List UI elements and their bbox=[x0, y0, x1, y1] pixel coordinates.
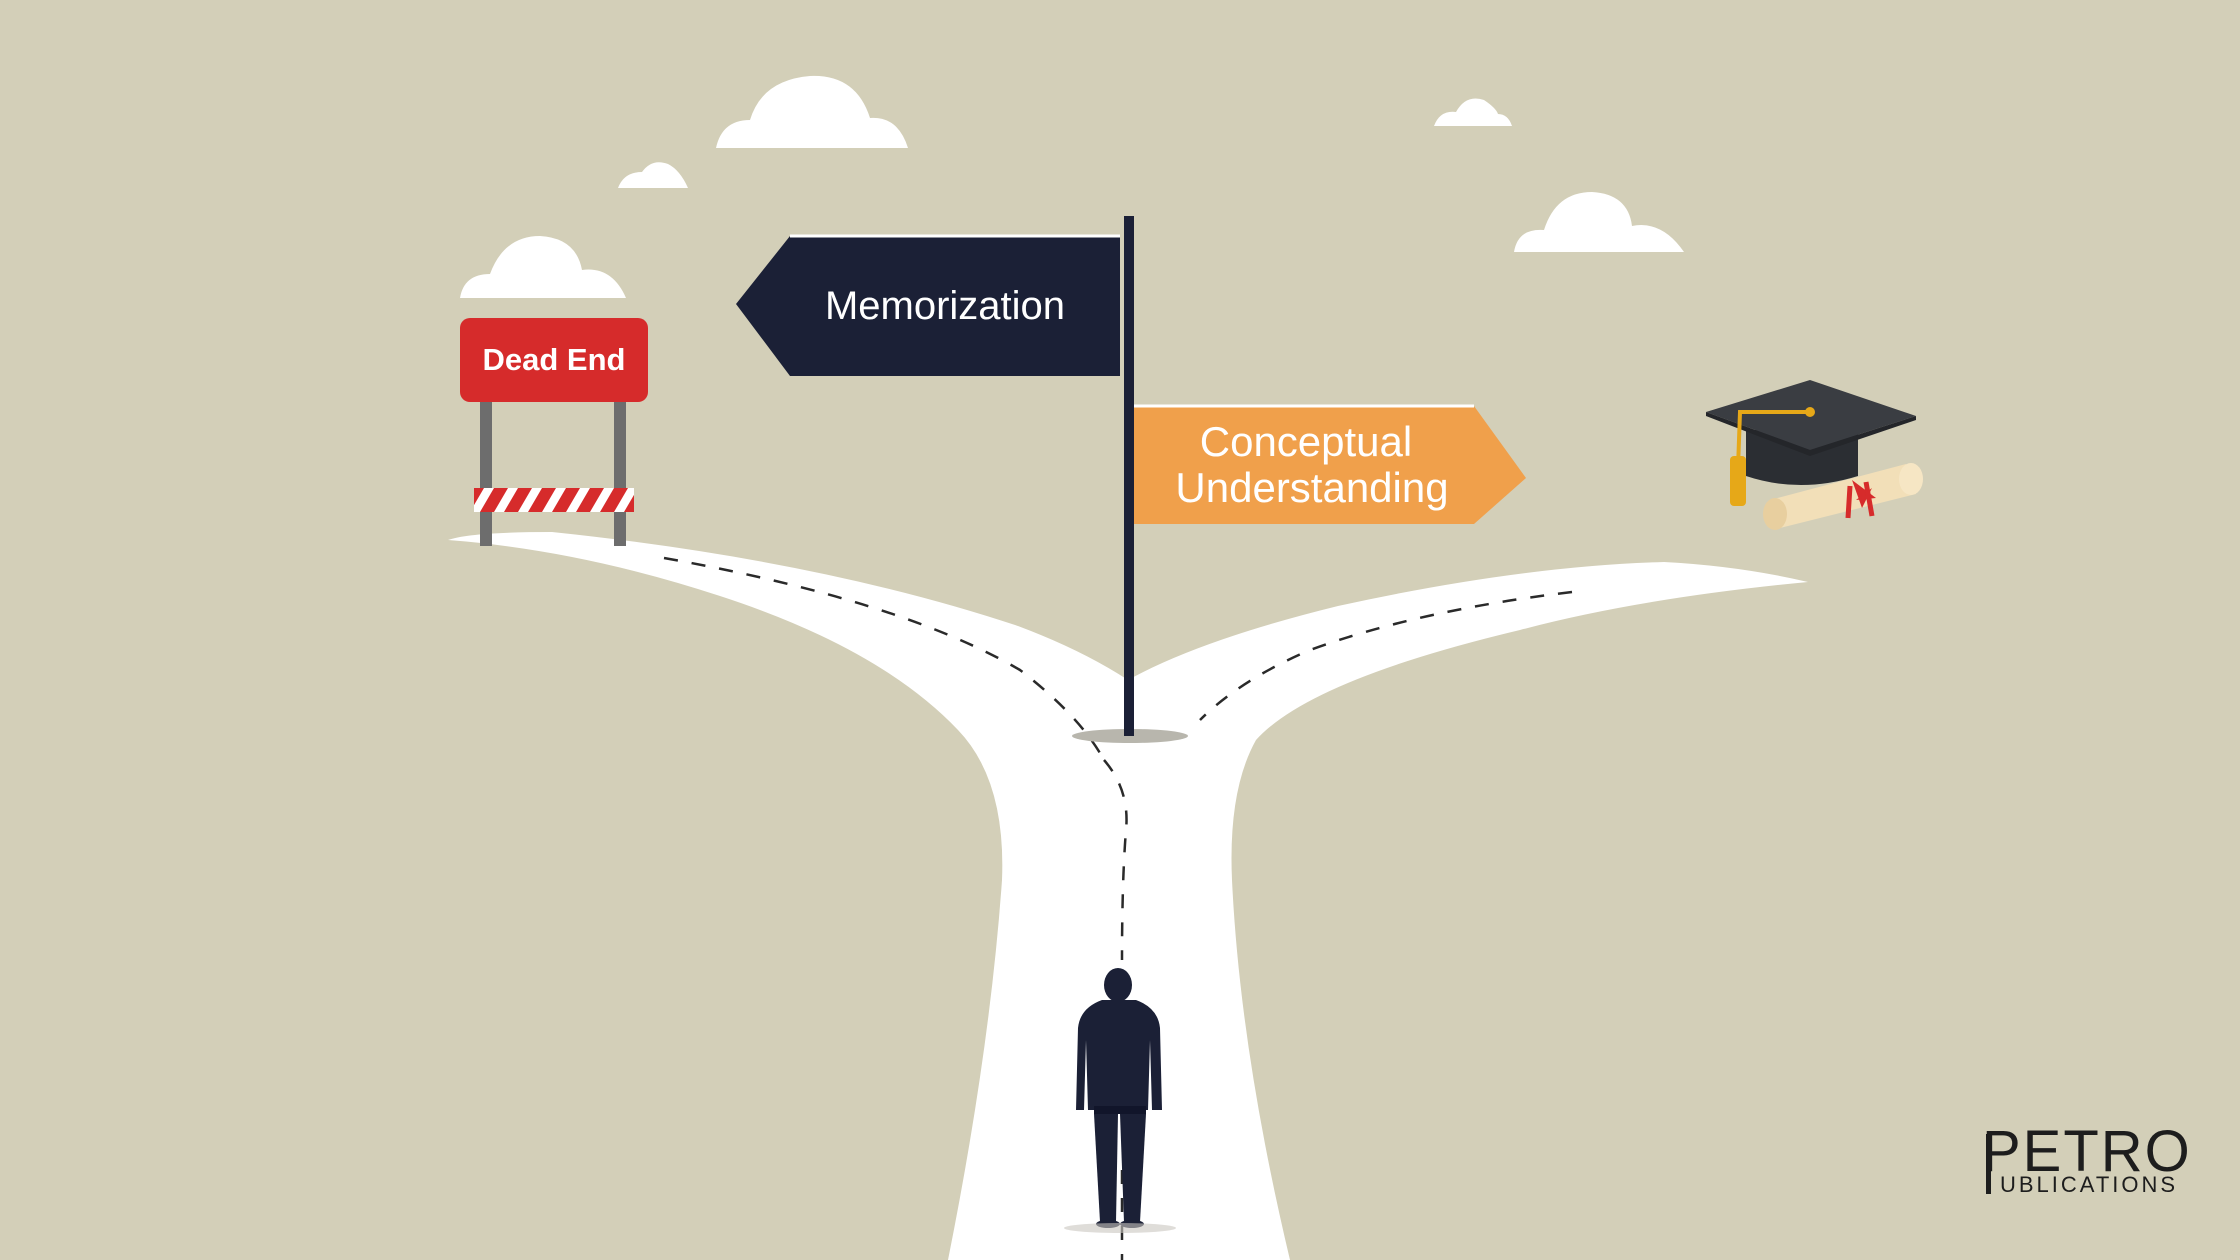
signpost-pole bbox=[1124, 216, 1134, 736]
barricade-post-right bbox=[614, 398, 626, 546]
logo-p-stem bbox=[1986, 1134, 1991, 1194]
logo-text-publications: UBLICATIONS bbox=[2000, 1172, 2178, 1197]
sign-conceptual-label-line1: Conceptual bbox=[1200, 418, 1412, 465]
cloud-icon bbox=[1514, 192, 1684, 252]
dead-end-sign bbox=[460, 318, 648, 402]
person-figure bbox=[1076, 968, 1162, 1228]
sign-conceptual-understanding: Conceptual Understanding bbox=[1134, 404, 1526, 524]
petro-publications-logo: PETRO UBLICATIONS bbox=[1982, 1119, 2192, 1197]
cloud-icon bbox=[1434, 98, 1512, 126]
sign-memorization: Memorization bbox=[736, 234, 1120, 376]
dead-end-label: Dead End bbox=[483, 342, 626, 377]
sign-conceptual-label-line2: Understanding bbox=[1175, 464, 1448, 511]
cloud-icon bbox=[460, 236, 626, 298]
graduation-cap-icon bbox=[1706, 380, 1923, 530]
dead-end-barricade: Dead End bbox=[460, 318, 648, 546]
road-dash-left bbox=[663, 556, 1106, 761]
cloud-icon bbox=[618, 162, 688, 188]
person-shadow bbox=[1064, 1223, 1176, 1233]
diploma-scroll-icon bbox=[1763, 463, 1923, 530]
barricade-post-left bbox=[480, 398, 492, 546]
sign-memorization-label: Memorization bbox=[825, 284, 1065, 328]
forked-road bbox=[448, 532, 1808, 1260]
cloud-icon bbox=[716, 75, 908, 148]
logo-text-petro: PETRO bbox=[1982, 1119, 2192, 1184]
